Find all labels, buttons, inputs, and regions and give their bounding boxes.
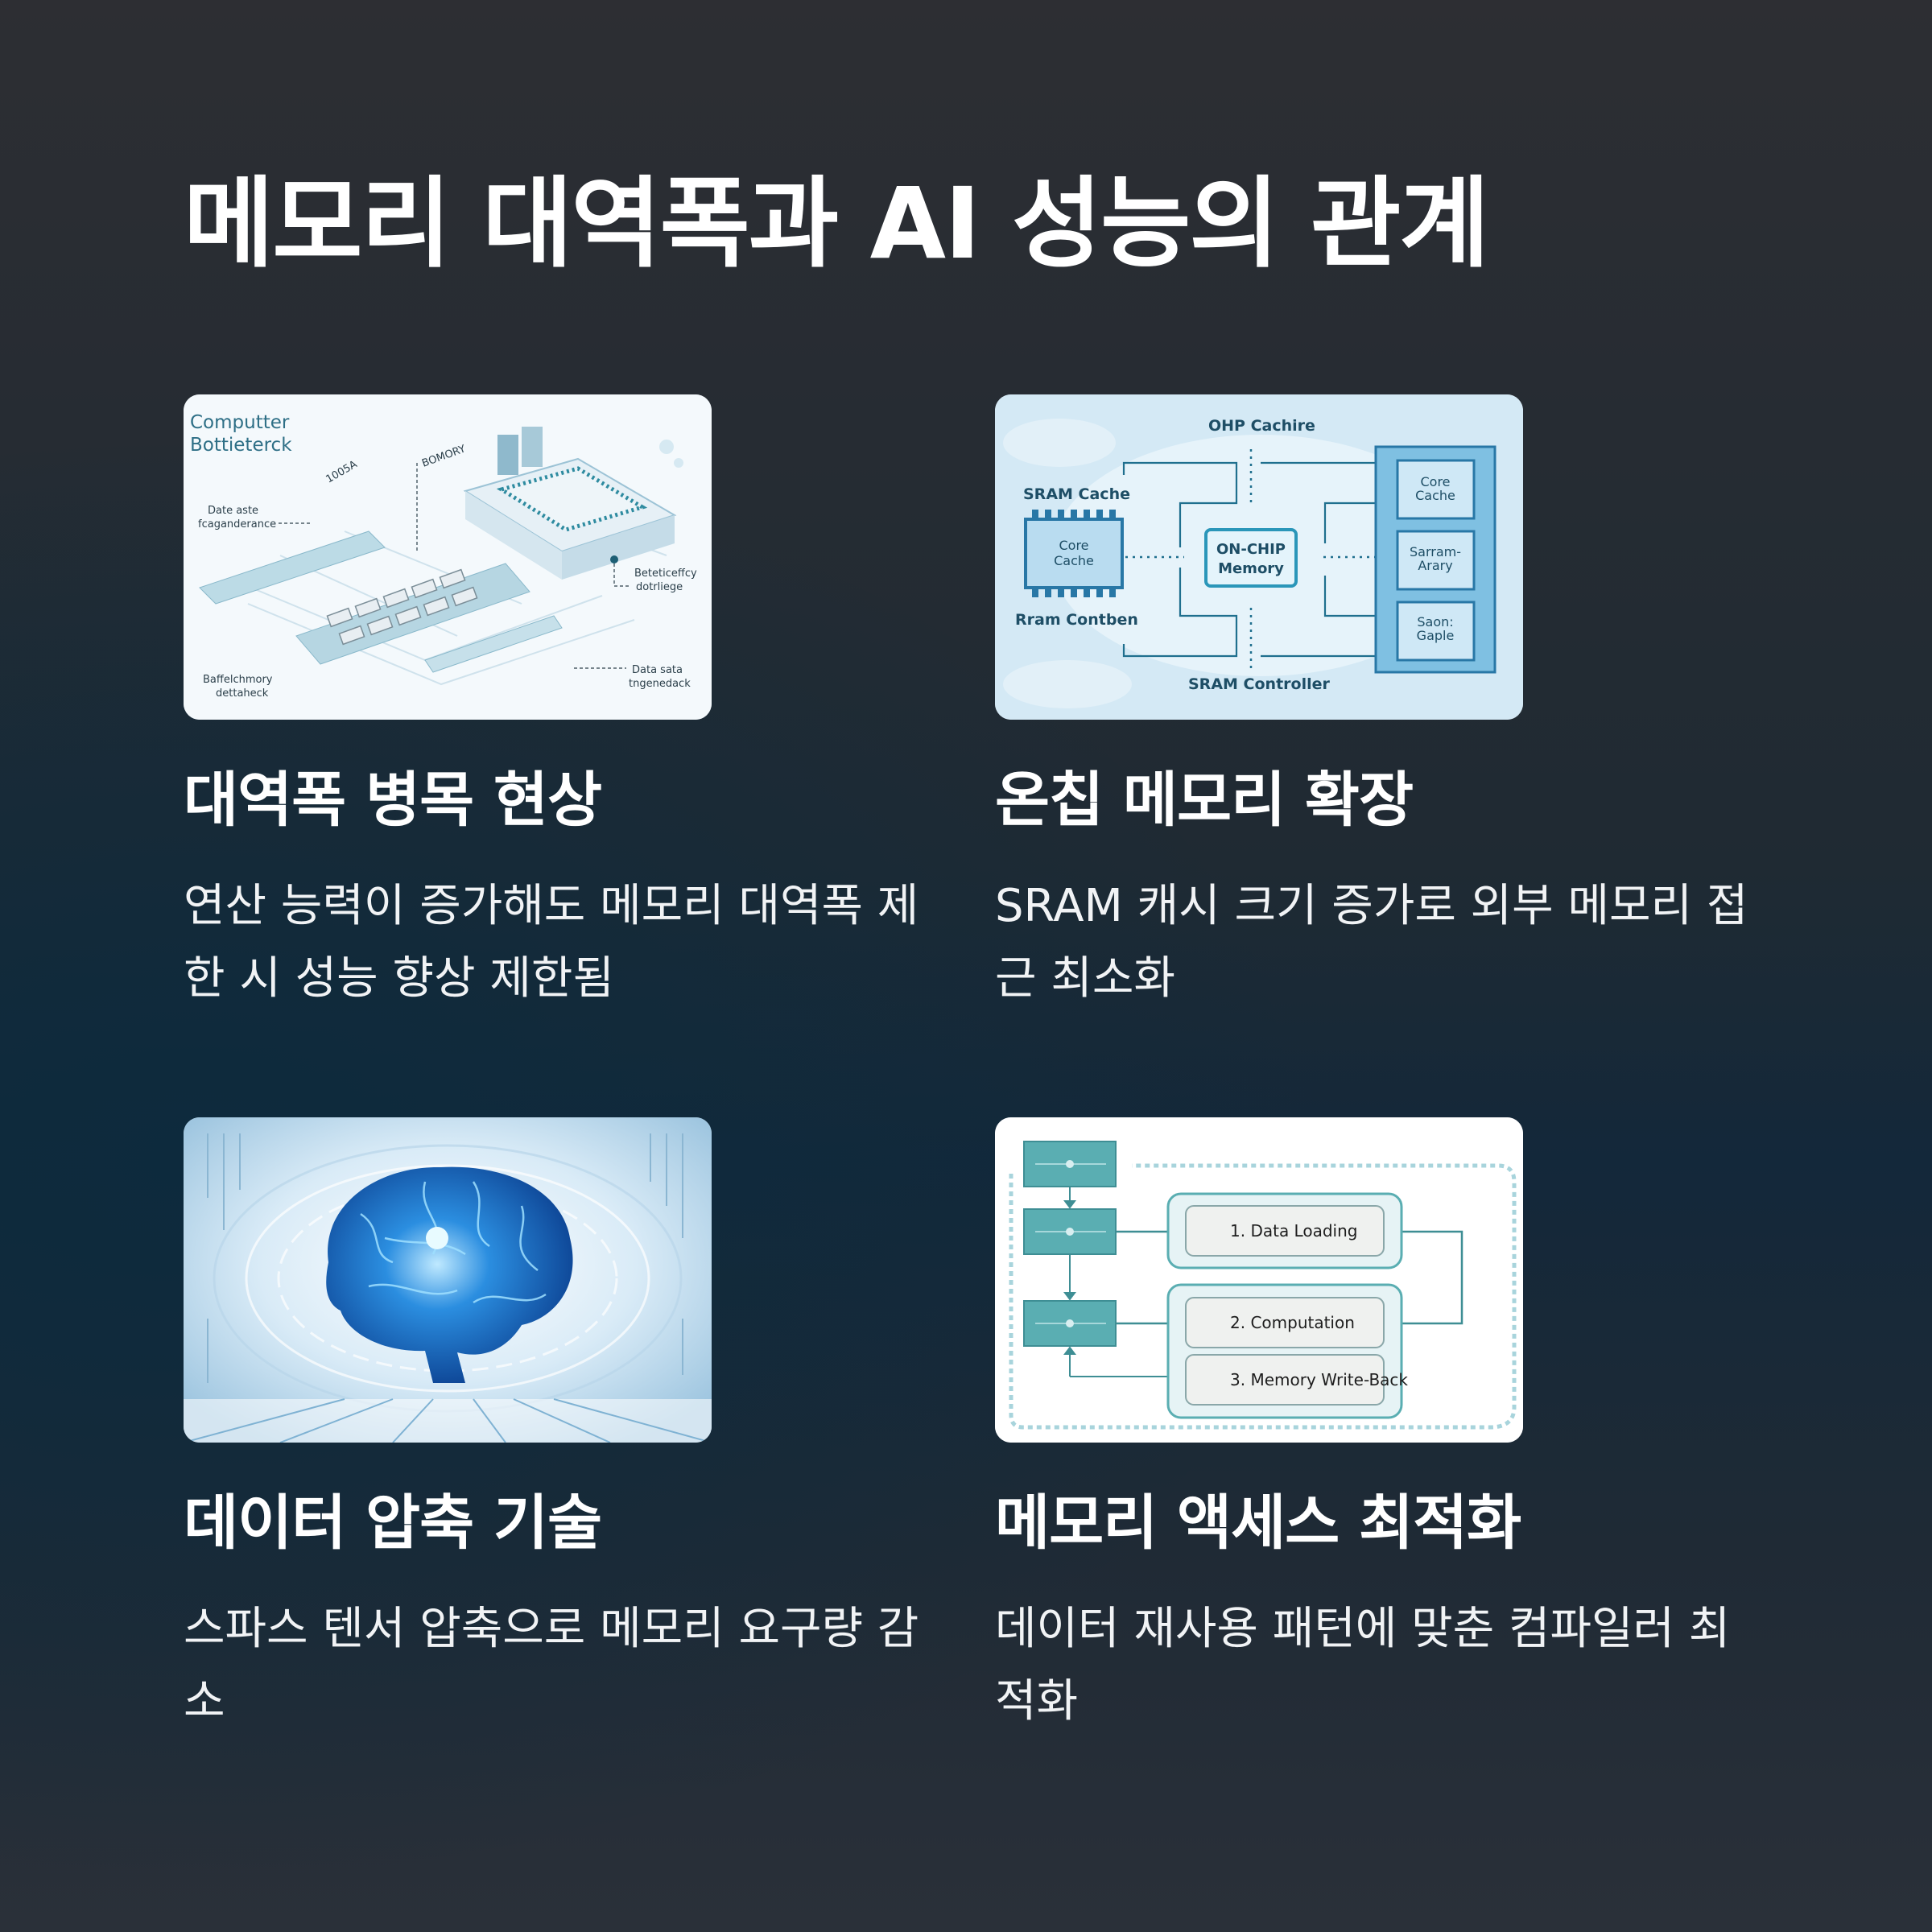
- svg-text:Date aste: Date aste: [208, 505, 258, 517]
- access-flow-diagram: 1. Data Loading 2. Computation 3. Memory…: [995, 1117, 1523, 1443]
- brain-icon: [184, 1117, 712, 1443]
- card-heading: 대역폭 병목 현상: [184, 766, 602, 835]
- flow-diagram-image: 1. Data Loading 2. Computation 3. Memory…: [995, 1117, 1523, 1443]
- step-1-label: 1. Data Loading: [1230, 1221, 1357, 1241]
- processor-chip-shape: [463, 427, 677, 580]
- step-group-2: [1166, 1283, 1403, 1419]
- svg-text:Cache: Cache: [1054, 553, 1094, 568]
- svg-text:dotrliege: dotrliege: [636, 581, 683, 593]
- card-description: 스파스 텐서 압축으로 메모리 요구량 감소: [184, 1602, 919, 1728]
- svg-text:ON-CHIP: ON-CHIP: [1216, 541, 1286, 558]
- bottleneck-illustration: Computter Bottieterck Date aste fcagande…: [184, 394, 712, 720]
- svg-text:dettaheck: dettaheck: [216, 687, 269, 700]
- svg-text:Saon:: Saon:: [1417, 614, 1453, 630]
- svg-text:fcaganderance: fcaganderance: [198, 518, 276, 530]
- card-heading: 메모리 액세스 최적화: [995, 1488, 1521, 1558]
- on-chip-memory-box: [1204, 528, 1298, 588]
- core-cache-left-chip: [1024, 510, 1124, 597]
- svg-text:Cache: Cache: [1415, 488, 1455, 503]
- svg-text:OHP Cachire: OHP Cachire: [1208, 417, 1315, 435]
- card-description: 연산 능력이 증가해도 메모리 대역폭 제한 시 성능 향상 제한됨: [184, 879, 919, 1005]
- page-title: 메모리 대역폭과 AI 성능의 관계: [184, 167, 1490, 281]
- memory-module-shape: [199, 530, 563, 673]
- card-description: 데이터 재사용 패턴에 맞춘 컴파일러 최적화: [995, 1602, 1731, 1728]
- svg-text:Memory: Memory: [1218, 560, 1284, 577]
- onchip-memory-diagram: OHP Cachire SRAM Cache Rram Contben SRAM…: [995, 394, 1523, 720]
- image-title-line2: Bottieterck: [190, 435, 292, 456]
- card-onchip-memory: OHP Cachire SRAM Cache Rram Contben SRAM…: [995, 394, 1800, 1015]
- step-2-label: 2. Computation: [1230, 1313, 1355, 1332]
- brain-shape: [326, 1166, 573, 1383]
- card-memory-access-optimization: 1. Data Loading 2. Computation 3. Memory…: [995, 1117, 1800, 1738]
- svg-text:Beteticeffcy: Beteticeffcy: [634, 568, 697, 580]
- svg-text:Rram Contben: Rram Contben: [1015, 611, 1138, 629]
- card-bandwidth-bottleneck: Computter Bottieterck Date aste fcagande…: [184, 394, 989, 1015]
- image-title-line1: Computter: [190, 412, 290, 433]
- step-3-label: 3. Memory Write-Back: [1230, 1370, 1408, 1389]
- svg-text:Baffelchmory: Baffelchmory: [203, 674, 273, 686]
- brain-illustration: [184, 1117, 712, 1443]
- card-heading: 데이터 압축 기술: [184, 1488, 602, 1558]
- card-data-compression: 데이터 압축 기술 스파스 텐서 압축으로 메모리 요구량 감소: [184, 1117, 989, 1738]
- svg-text:Gaple: Gaple: [1417, 628, 1455, 643]
- card-description: SRAM 캐시 크기 증가로 외부 메모리 접근 최소화: [995, 879, 1748, 1005]
- svg-text:SRAM Controller: SRAM Controller: [1188, 675, 1330, 693]
- svg-text:Core: Core: [1420, 474, 1450, 489]
- svg-text:SRAM Cache: SRAM Cache: [1023, 485, 1130, 503]
- sram-diagram-image: OHP Cachire SRAM Cache Rram Contben SRAM…: [995, 394, 1523, 720]
- step-group-1: [1166, 1192, 1403, 1269]
- svg-text:Core: Core: [1059, 538, 1088, 553]
- card-heading: 온칩 메모리 확장: [995, 766, 1414, 835]
- svg-text:Sarram-: Sarram-: [1410, 544, 1461, 559]
- svg-text:tngenedack: tngenedack: [629, 678, 691, 690]
- svg-text:Arary: Arary: [1418, 558, 1452, 573]
- right-memory-chip: [1374, 445, 1496, 674]
- svg-text:Data sata: Data sata: [632, 664, 683, 676]
- chip-board-image: Computter Bottieterck Date aste fcagande…: [184, 394, 712, 720]
